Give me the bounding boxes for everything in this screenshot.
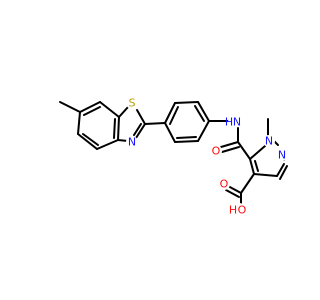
svg-text:O: O — [212, 145, 221, 158]
molecule-diagram: S N N H N N O O O H — [59, 97, 288, 217]
bond-layer — [59, 101, 288, 205]
acid-carbonyl-oxygen-atom: O — [218, 178, 230, 191]
svg-text:N: N — [265, 135, 273, 148]
acid-hydroxyl-atom: O H — [229, 203, 247, 217]
svg-text:H: H — [225, 116, 233, 129]
svg-text:S: S — [129, 97, 136, 110]
svg-text:N: N — [278, 149, 286, 162]
svg-text:O: O — [238, 204, 247, 217]
svg-text:N: N — [233, 116, 241, 129]
svg-text:H: H — [229, 204, 237, 217]
sulfur-atom: S — [126, 97, 138, 110]
amide-oxygen-atom: O — [210, 145, 222, 158]
molecule-structure: S N N H N N O O O H — [59, 97, 288, 217]
svg-text:N: N — [128, 136, 136, 149]
thiazole-nitrogen-atom: N — [126, 136, 138, 149]
atom-label-layer: S N N H N N O O O H — [126, 97, 288, 217]
pyrazole-n1-atom: N — [263, 135, 275, 148]
pyrazole-n2-atom: N — [276, 149, 288, 162]
svg-text:O: O — [220, 178, 229, 191]
amide-nh-atom: N H — [225, 116, 241, 129]
